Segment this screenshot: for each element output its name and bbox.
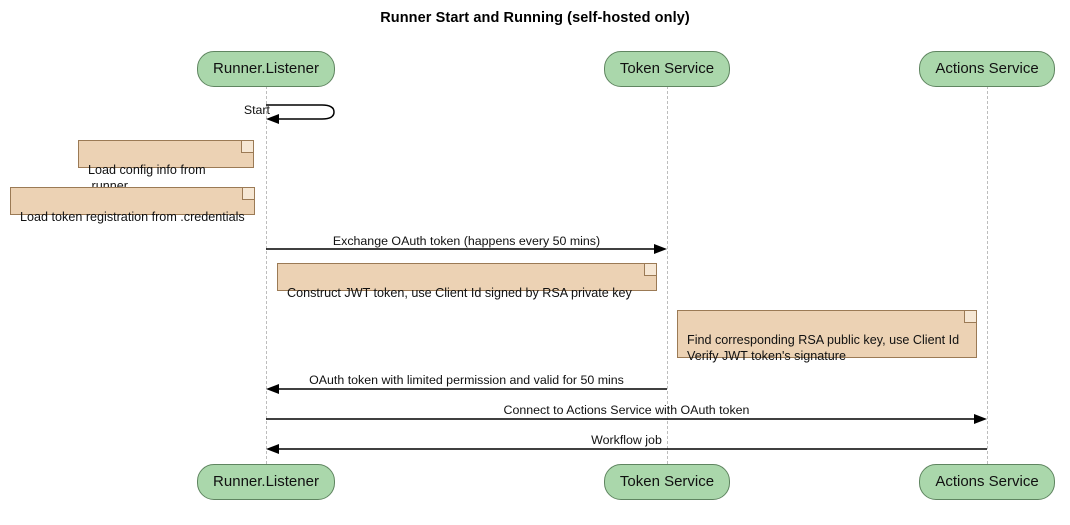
note-verify-jwt-signature: Find corresponding RSA public key, use C… (677, 310, 977, 363)
participant-token-service-bottom[interactable]: Token Service (604, 464, 730, 500)
message-label-oauth-token-response: OAuth token with limited permission and … (309, 373, 624, 387)
message-arrow-exchange-oauth-token (266, 244, 667, 254)
note-load-token-registration-text: Load token registration from .credential… (20, 210, 245, 224)
note-fold-corner-icon (644, 264, 656, 276)
message-label-connect-actions-service: Connect to Actions Service with OAuth to… (503, 403, 750, 417)
message-arrow-workflow-job (266, 444, 987, 454)
note-construct-jwt-token: Construct JWT token, use Client Id signe… (277, 263, 657, 300)
note-fold-corner-icon (964, 311, 976, 323)
note-load-config: Load config info from .runner (78, 140, 254, 193)
note-load-token-registration: Load token registration from .credential… (10, 187, 255, 224)
participant-runner-listener-bottom[interactable]: Runner.Listener (197, 464, 335, 500)
note-verify-jwt-signature-text: Find corresponding RSA public key, use C… (687, 333, 960, 363)
participant-runner-listener-top[interactable]: Runner.Listener (197, 51, 335, 87)
message-label-exchange-oauth-token: Exchange OAuth token (happens every 50 m… (332, 234, 601, 248)
participant-token-service-top[interactable]: Token Service (604, 51, 730, 87)
message-label-start: Start (243, 103, 270, 117)
participant-actions-service-top[interactable]: Actions Service (919, 51, 1055, 87)
note-fold-corner-icon (241, 141, 253, 153)
note-construct-jwt-token-text: Construct JWT token, use Client Id signe… (287, 286, 632, 300)
message-label-workflow-job: Workflow job (591, 433, 662, 447)
message-arrow-oauth-token-response (266, 384, 667, 394)
note-fold-corner-icon (242, 188, 254, 200)
message-arrow-connect-actions-service (266, 414, 987, 424)
lifeline-actions-service (987, 86, 988, 464)
lifeline-token-service (667, 86, 668, 464)
participant-actions-service-bottom[interactable]: Actions Service (919, 464, 1055, 500)
diagram-title: Runner Start and Running (self-hosted on… (380, 10, 690, 26)
message-arrow-start (266, 104, 335, 124)
lifeline-runner-listener (266, 86, 267, 464)
